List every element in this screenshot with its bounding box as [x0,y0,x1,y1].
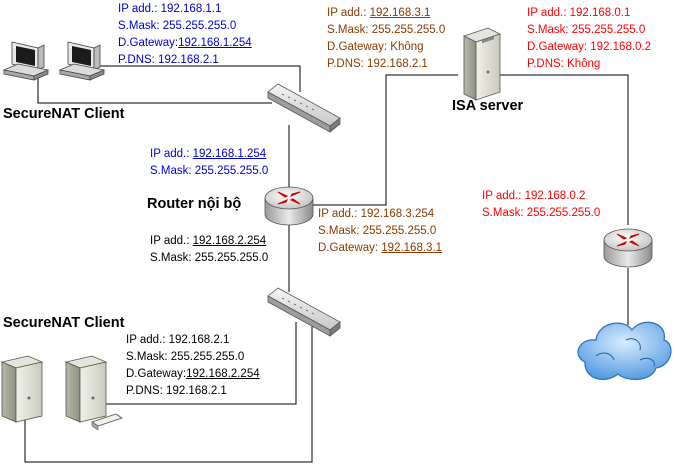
router-icon [264,186,314,226]
client-bottom-ip: IP add.: 192.168.2.1 [126,334,230,346]
client-top-gateway: D.Gateway:192.168.1.254 [118,37,252,49]
isa-external-ip: IP add.: 192.168.0.1 [527,7,631,19]
isa-internal-gateway: D.Gateway: Không [327,41,424,53]
client-top-ip: IP add.: 192.168.1.1 [118,3,222,15]
client-top-mask: S.Mask: 255.255.255.0 [118,20,237,32]
router-if3-mask: S.Mask: 255.255.255.0 [318,225,437,237]
server-tower-icon [64,355,123,431]
edge-router-config: IP add.: 192.168.0.2 S.Mask: 255.255.255… [482,190,600,220]
client-top-dns: P.DNS: 192.168.2.1 [118,54,219,66]
securenat-client-bottom-label: SecureNAT Client [3,315,125,331]
router-if1-config: IP add.: 192.168.1.254 S.Mask: 255.255.2… [150,148,268,178]
client-top-config: IP add.: 192.168.1.1 S.Mask: 255.255.255… [118,3,252,67]
isa-internal-mask: S.Mask: 255.255.255.0 [327,24,446,36]
client-bottom-config: IP add.: 192.168.2.1 S.Mask: 255.255.255… [126,334,260,398]
server-tower-icon [462,27,502,101]
isa-internal-config: IP add.: 192.168.3.1 S.Mask: 255.255.255… [327,7,445,71]
router-icon [603,228,653,268]
client-bottom-gateway: D.Gateway:192.168.2.254 [126,368,260,380]
internet-cloud-icon [577,321,672,380]
router-internal-label: Router nội bộ [147,196,242,212]
server-tower-icon [0,355,44,423]
isa-external-config: IP add.: 192.168.0.1 S.Mask: 255.255.255… [527,7,651,71]
isa-internal-ip: IP add.: 192.168.3.1 [327,7,431,19]
edge-router-ip: IP add.: 192.168.0.2 [482,190,586,202]
edge-router-mask: S.Mask: 255.255.255.0 [482,207,601,219]
router-if1-ip: IP add.: 192.168.1.254 [150,148,267,160]
router-if1-mask: S.Mask: 255.255.255.0 [150,165,269,177]
isa-server-label: ISA server [452,98,524,114]
router-if3-gateway: D.Gateway: 192.168.3.1 [318,242,443,254]
client-bottom-dns: P.DNS: 192.168.2.1 [126,385,227,397]
client-bottom-mask: S.Mask: 255.255.255.0 [126,351,245,363]
router-if3-ip: IP add.: 192.168.3.254 [318,208,435,220]
isa-internal-dns: P.DNS: 192.168.2.1 [327,58,428,70]
router-if3-config: IP add.: 192.168.3.254 S.Mask: 255.255.2… [318,208,442,255]
switch-icon [267,287,341,337]
desktop-computer-icon [2,41,50,81]
connection-lines [24,65,629,463]
router-if2-config: IP add.: 192.168.2.254 S.Mask: 255.255.2… [150,235,268,265]
isa-external-gateway: D.Gateway: 192.168.0.2 [527,41,652,53]
desktop-computer-icon [58,41,106,81]
router-if2-mask: S.Mask: 255.255.255.0 [150,252,269,264]
router-if2-ip: IP add.: 192.168.2.254 [150,235,267,247]
securenat-client-top-label: SecureNAT Client [3,106,125,122]
switch-icon [267,83,341,133]
isa-external-mask: S.Mask: 255.255.255.0 [527,24,646,36]
isa-external-dns: P.DNS: Không [527,58,601,70]
